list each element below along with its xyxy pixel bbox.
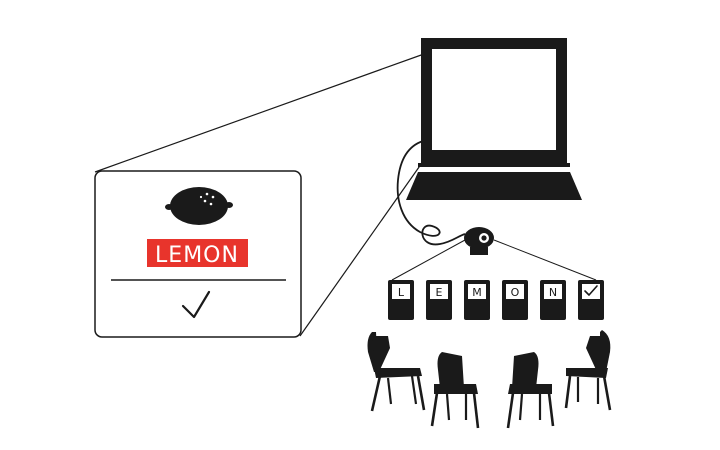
letter-card-label: E [436, 286, 443, 299]
laptop-hinge [418, 163, 570, 167]
letter-card-label: M [472, 286, 482, 299]
camera-cable [396, 140, 466, 246]
laptop-screen [432, 49, 556, 150]
letter-card: N [540, 280, 566, 320]
chairs [367, 330, 612, 429]
laptop-icon [406, 38, 582, 200]
letter-card: E [426, 280, 452, 320]
checkmark-icon [181, 290, 211, 319]
word-highlight [147, 239, 248, 267]
letter-cards: L E M O N [388, 280, 604, 320]
letter-card: O [502, 280, 528, 320]
letter-card: M [464, 280, 490, 320]
camera-view-line-left [391, 239, 466, 281]
word-label-box: LEMON [147, 239, 248, 268]
letter-card: L [388, 280, 414, 320]
camera-view-lines [391, 239, 597, 281]
chair-icon [430, 352, 480, 429]
letter-card-label: O [511, 286, 520, 299]
zoom-card: LEMON [94, 170, 302, 338]
zoom-line-top [94, 53, 425, 173]
chair-icon [367, 332, 426, 412]
word-label: LEMON [155, 243, 239, 268]
zoom-line-bottom [299, 159, 425, 337]
checkmark-icon [584, 285, 598, 296]
chair-icon [506, 352, 555, 429]
zoom-lines [94, 53, 425, 337]
letter-card-label: N [549, 286, 557, 299]
letter-card-label: L [398, 286, 405, 299]
webcam-icon [464, 227, 494, 255]
letter-card-check [578, 280, 604, 320]
chair-icon [564, 330, 612, 411]
laptop-keyboard-base [406, 172, 582, 200]
lemon-icon [165, 187, 233, 225]
camera-view-line-right [493, 239, 597, 281]
